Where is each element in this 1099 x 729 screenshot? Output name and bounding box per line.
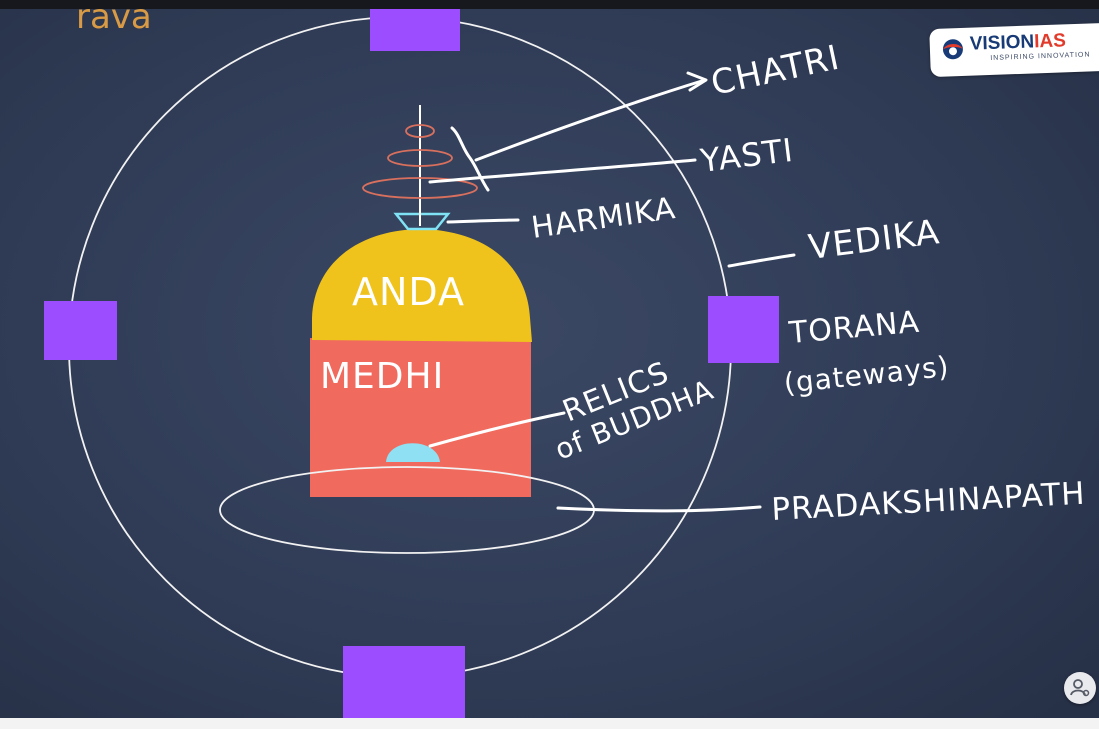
- torana-top: [370, 9, 460, 51]
- medhi-label: MEDHI: [320, 356, 444, 397]
- vision-ias-logo: VISIONIAS INSPIRING INNOVATION: [929, 22, 1099, 78]
- relics-pointer: [428, 411, 566, 448]
- chatri-disc-bottom: [362, 177, 478, 199]
- gateways-label: (gateways): [782, 350, 951, 400]
- harmika-pointer: [446, 218, 520, 224]
- logo-mark-icon: [942, 39, 963, 60]
- chatri-disc-top: [405, 124, 435, 138]
- anda-dome: [312, 229, 532, 342]
- chatri-bracket: [450, 126, 490, 192]
- chatri-disc-middle: [387, 149, 453, 167]
- yasti-pointer: [428, 158, 697, 184]
- yasti-label: YASTI: [697, 131, 795, 180]
- vedika-label: VEDIKA: [806, 212, 942, 268]
- vedika-pointer: [727, 253, 796, 268]
- torana-left: [44, 301, 117, 360]
- medhi-block: [310, 338, 531, 497]
- logo-name-main: VISION: [969, 31, 1035, 55]
- logo-name-highlight: IAS: [1033, 30, 1067, 53]
- user-button[interactable]: [1064, 672, 1096, 704]
- pradakshinapath-pointer: [556, 505, 762, 513]
- pradakshinapath-label: PRADAKSHINAPATH: [771, 476, 1087, 528]
- person-icon: [1070, 679, 1090, 697]
- chatri-arrowhead: [686, 71, 708, 92]
- harmika-label: HARMIKA: [529, 191, 678, 246]
- chatri-pointer: [474, 78, 707, 162]
- torana-right: [708, 296, 779, 363]
- bottom-strip: [0, 718, 1099, 729]
- torana-bottom: [343, 646, 465, 718]
- relics-casket: [386, 443, 440, 462]
- harmika-shape: [393, 212, 451, 231]
- top-window-strip: [0, 0, 1099, 9]
- chatri-label: CHATRI: [708, 38, 844, 104]
- anda-label: ANDA: [352, 270, 465, 314]
- torana-label: TORANA: [787, 305, 922, 351]
